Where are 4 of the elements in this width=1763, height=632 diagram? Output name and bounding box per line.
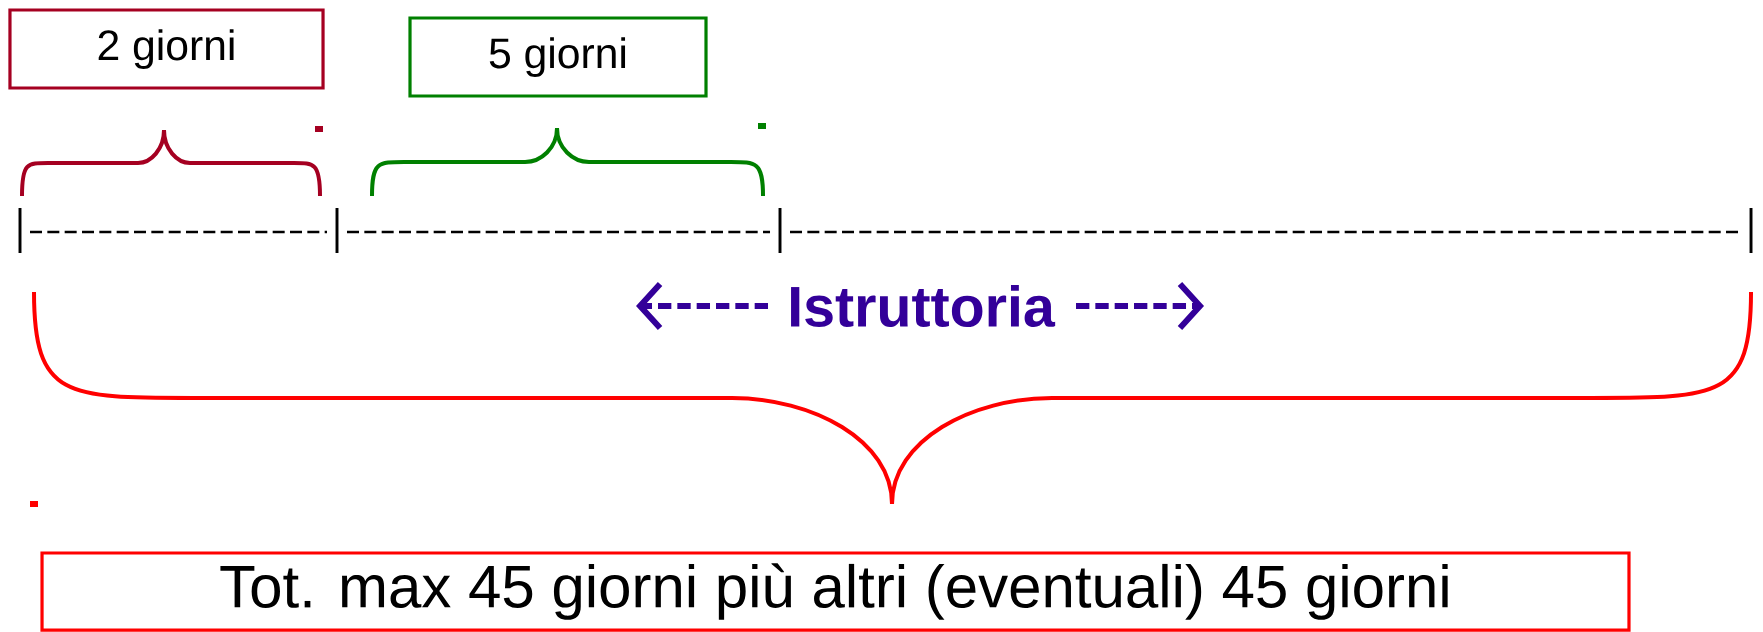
text-box: Tot. max 45 giorni più altri (eventuali) 45 giorni: [40, 551, 1631, 632]
text-box: 2 giorni: [8, 8, 325, 90]
label: Istruttoria: [791, 284, 1056, 328]
text-box: 5 giorni: [408, 16, 708, 98]
